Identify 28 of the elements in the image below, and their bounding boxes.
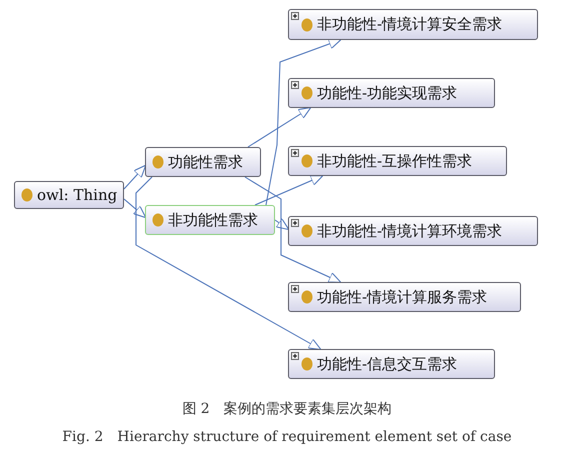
figure-caption: 图 2 案例的需求要素集层次架构 [182,401,392,417]
class-box [288,216,538,246]
class-box [288,349,495,379]
class-box [288,282,521,312]
class-name: 非功能性-情境计算安全需求 [317,15,502,34]
class-box [145,205,275,235]
class-box [288,146,507,176]
class-box [288,78,495,108]
class-name: 功能性-信息交互需求 [317,354,458,374]
arrow [136,176,322,350]
class-name: 非功能性-情境计算环境需求 [317,222,502,240]
class-box [14,181,124,209]
arrow [124,198,146,218]
arrow [254,175,324,206]
class-box [288,9,538,40]
class-name: 功能性-情境计算服务需求 [317,288,488,306]
class-name: 非功能性需求 [168,210,258,230]
class-name: 非功能性-互操作性需求 [317,152,472,170]
class-name: 功能性需求 [168,152,243,172]
arrow [244,176,342,283]
arrow [266,38,342,206]
figure-caption: Fig. 2 Hierarchy structure of requirement element set of case [62,429,512,445]
class-box [145,147,261,177]
class-name: 功能性-功能实现需求 [317,84,458,102]
arrow [274,218,290,230]
class-name: owl: Thing [37,186,118,204]
arrow [248,106,312,148]
arrow [124,164,146,190]
